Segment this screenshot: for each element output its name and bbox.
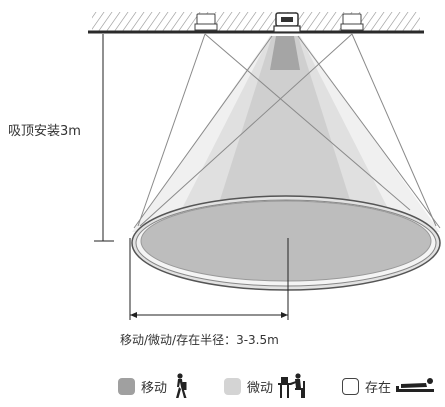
motion-coverage-cone	[220, 36, 350, 200]
motion-core-beam	[270, 36, 300, 70]
height-dimension	[94, 34, 114, 242]
main-sensor-icon	[273, 12, 301, 33]
floor-coverage-area	[131, 195, 441, 291]
radius-dimension	[129, 238, 289, 320]
legend-item-presence: 存在	[342, 372, 435, 400]
legend-item-move: 移动	[118, 372, 189, 400]
detection-radius-label: 移动/微动/存在半径：3-3.5m	[120, 333, 279, 347]
legend-label-micro-motion: 微动	[247, 380, 274, 396]
seated-person-at-desk-icon	[278, 373, 306, 398]
side-sensor-right-icon	[340, 13, 364, 31]
mount-height-label: 吸顶安装3m	[8, 124, 81, 139]
legend-label-move: 移动	[141, 380, 168, 396]
side-sensor-left-icon	[194, 13, 218, 31]
legend-label-presence: 存在	[365, 380, 392, 396]
legend-item-micro-motion: 微动	[224, 372, 307, 400]
ceiling	[88, 12, 424, 34]
legend-swatch-micro-motion	[224, 377, 241, 395]
legend-swatch-presence	[342, 377, 359, 395]
lying-person-icon	[396, 378, 435, 392]
beam-lines	[133, 33, 441, 229]
legend-swatch-move	[118, 377, 135, 395]
walking-person-icon	[176, 373, 187, 398]
